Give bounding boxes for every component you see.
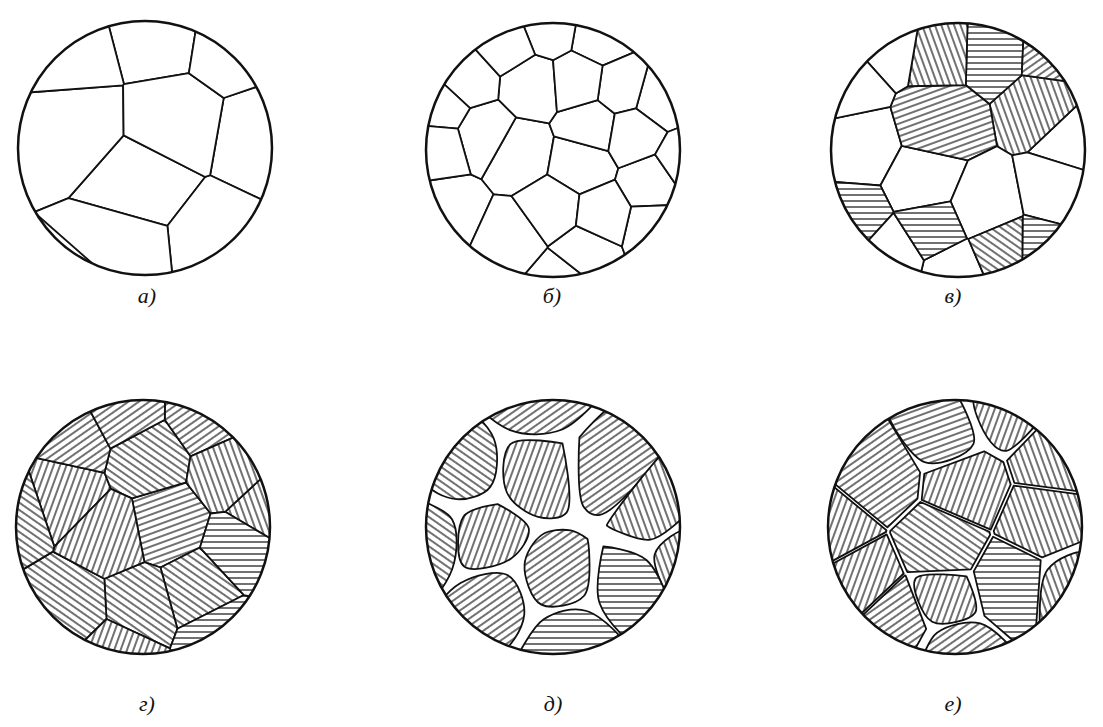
grain: [968, 216, 1022, 289]
grain: [974, 537, 1041, 659]
label-holder: е): [944, 693, 961, 715]
grain: [890, 502, 990, 572]
label-holder: б): [543, 285, 561, 307]
grain: [170, 595, 282, 666]
grain: [553, 50, 603, 112]
grain: [525, 530, 590, 607]
label-holder: а): [138, 285, 156, 307]
panel-label: а): [138, 285, 156, 307]
grain: [598, 44, 654, 114]
grain: [167, 175, 284, 287]
grain: [470, 387, 605, 435]
micrograph: [413, 387, 694, 667]
grain: [53, 489, 145, 579]
micrograph: [819, 11, 1097, 289]
grain: [4, 388, 110, 473]
field-circle: [426, 400, 680, 654]
field-circle: [828, 400, 1082, 654]
grain: [123, 73, 224, 177]
grain: [441, 11, 536, 77]
grain: [1040, 552, 1094, 655]
field-circle: [16, 400, 270, 654]
grain: [819, 575, 927, 664]
grain: [4, 437, 54, 581]
panel-label: б): [543, 285, 561, 307]
panel-label: д): [544, 693, 562, 715]
grain: [59, 619, 173, 666]
grain: [6, 198, 174, 287]
grain: [418, 399, 497, 500]
grain: [458, 504, 529, 569]
field-circle: [831, 23, 1085, 277]
panel-label: в): [945, 285, 962, 307]
grain: [607, 436, 689, 539]
grain: [78, 388, 165, 449]
grain: [622, 204, 692, 289]
panel-label: г): [139, 693, 155, 715]
label-holder: г): [139, 693, 155, 715]
panel-label: е): [944, 693, 961, 715]
grain: [414, 125, 471, 183]
grain: [819, 11, 896, 122]
micrograph: [817, 389, 1094, 665]
twin-line: [23, 216, 85, 270]
grain: [576, 180, 631, 247]
micrograph: [414, 11, 692, 289]
grain: [414, 56, 470, 128]
grain: [6, 9, 124, 94]
micrograph: [6, 9, 284, 287]
grain: [503, 440, 569, 518]
field-circle: [426, 23, 680, 277]
grain: [511, 174, 579, 246]
grain: [914, 574, 976, 623]
micrograph: [4, 388, 282, 666]
grain: [894, 201, 967, 260]
grain: [189, 9, 284, 98]
label-holder: д): [544, 693, 562, 715]
label-holder: в): [945, 285, 962, 307]
field-circle: [18, 21, 272, 275]
